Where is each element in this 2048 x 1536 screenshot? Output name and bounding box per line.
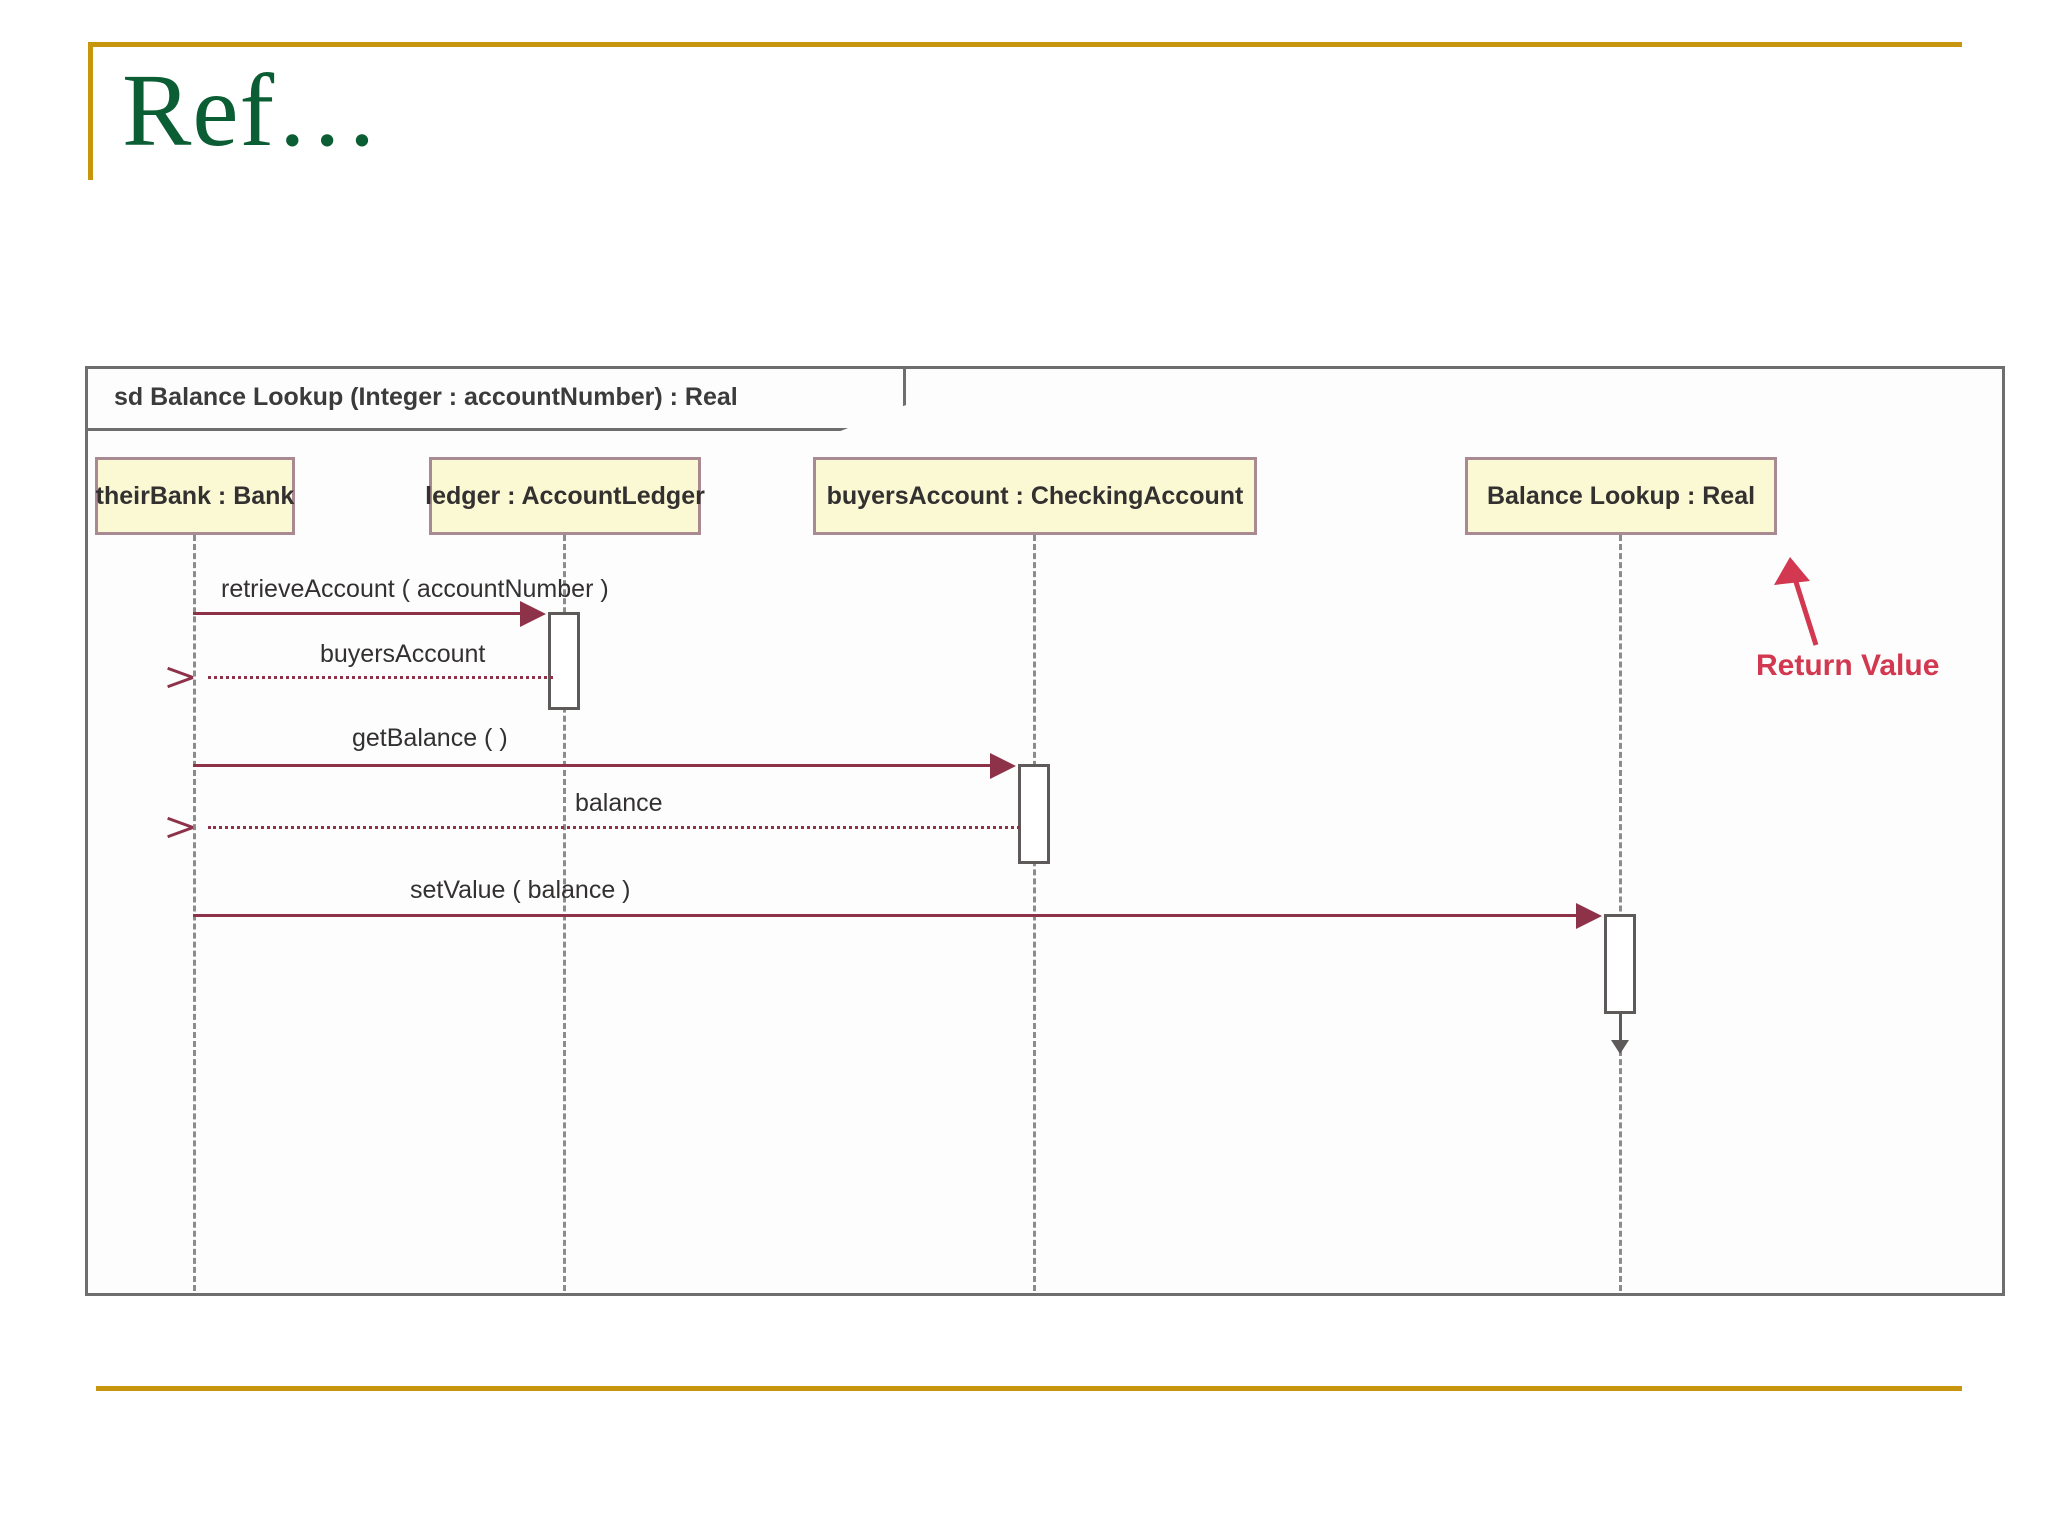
message-line-retrieveaccount[interactable] [193, 612, 522, 615]
lifeline-head-ledger[interactable]: ledger : AccountLedger [425, 457, 705, 535]
arrowhead-icon-buyersaccount-return [193, 664, 219, 690]
lifeline-stem-balancelookup [1619, 535, 1622, 1291]
arrowhead-icon-getbalance [990, 753, 1016, 779]
lifeline-head-balancelookup[interactable]: Balance Lookup : Real [1465, 457, 1777, 535]
slide-bottom-rule [96, 1386, 1962, 1391]
lifeline-head-buyersaccount[interactable]: buyersAccount : CheckingAccount [813, 457, 1257, 535]
activation-ledger [548, 612, 580, 710]
message-label-setvalue: setValue ( balance ) [410, 876, 631, 904]
message-label-balance-return: balance [575, 789, 663, 817]
message-line-balance-return[interactable] [208, 826, 1020, 829]
arrowhead-icon-retrieveaccount [520, 601, 546, 627]
arrowhead-icon-setvalue [1576, 903, 1602, 929]
return-value-label: Return Value [1756, 649, 1940, 682]
message-label-buyersaccount-return: buyersAccount [320, 640, 486, 668]
lifeline-stem-buyersaccount [1033, 535, 1036, 1291]
slide-top-rule [88, 42, 1962, 47]
message-label-retrieveaccount: retrieveAccount ( accountNumber ) [221, 575, 609, 603]
lifeline-label-balancelookup: Balance Lookup : Real [1486, 481, 1756, 510]
activation-buyersaccount [1018, 764, 1050, 864]
arrowhead-icon-balance-return [193, 814, 219, 840]
lifeline-label-theirbank: theirBank : Bank [95, 481, 295, 510]
message-label-getbalance: getBalance ( ) [352, 724, 508, 752]
frame-label-text: sd Balance Lookup (Integer : accountNumb… [114, 383, 738, 411]
sequence-diagram-frame: sd Balance Lookup (Integer : accountNumb… [85, 366, 2005, 1296]
lifeline-label-ledger: ledger : AccountLedger [425, 481, 705, 510]
activation-balancelookup [1604, 914, 1636, 1014]
page-title: Ref… [122, 53, 381, 168]
lifeline-head-theirbank[interactable]: theirBank : Bank [95, 457, 295, 535]
slide-left-accent-bar [88, 42, 93, 180]
lifeline-label-buyersaccount: buyersAccount : CheckingAccount [826, 481, 1244, 510]
return-value-arrow-icon [1764, 541, 1854, 656]
lifeline-stem-theirbank [193, 535, 196, 1291]
message-line-buyersaccount-return[interactable] [208, 676, 553, 679]
frame-label-tab [88, 369, 906, 431]
message-line-getbalance[interactable] [193, 764, 992, 767]
lifeline-stem-ledger [563, 535, 566, 1291]
activation-tail-arrow-icon [1611, 1040, 1629, 1054]
activation-tail-line [1619, 1014, 1622, 1042]
message-line-setvalue[interactable] [193, 914, 1578, 917]
